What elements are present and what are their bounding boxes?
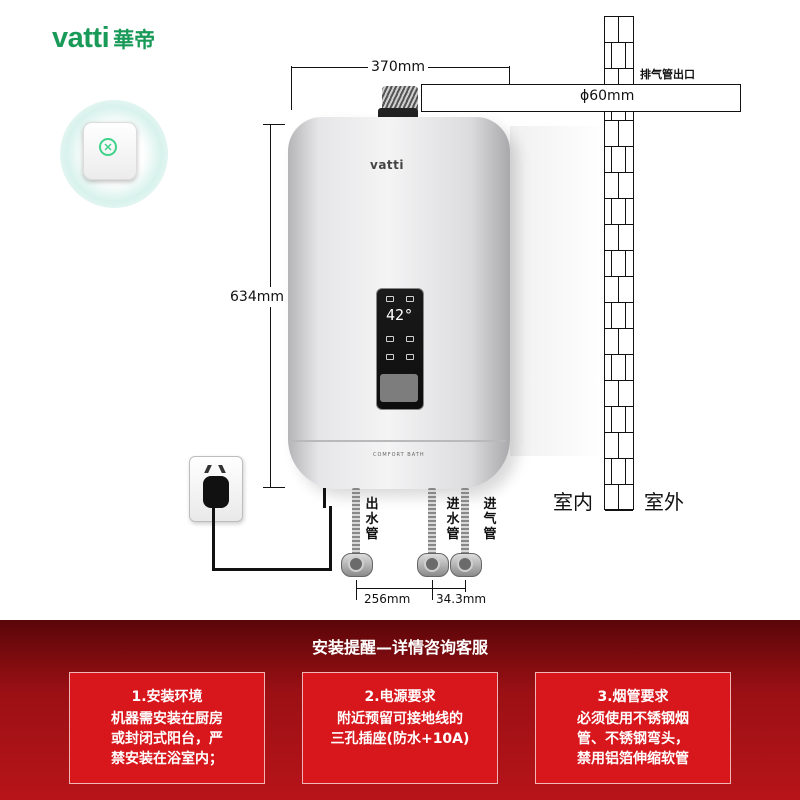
- heater-series-label: COMFORT BATH: [373, 452, 425, 458]
- card-heading: 3.烟管要求: [597, 689, 669, 705]
- height-dimension-label: 634mm: [230, 287, 284, 307]
- height-tick-top: [263, 124, 285, 125]
- panel-button-strip: [380, 374, 418, 402]
- exhaust-outlet-label: 排气管出口: [640, 68, 695, 81]
- card-line: 三孔插座(防水+10A): [330, 731, 470, 747]
- panel-timer-icon: [406, 354, 414, 360]
- temperature-display: 42°: [386, 306, 414, 324]
- panel-shower-icon: [406, 336, 414, 342]
- spacing-tick-3: [465, 580, 466, 600]
- gas-inlet-label: 进气管: [483, 497, 497, 542]
- card-line: 附近预留可接地线的: [337, 711, 463, 727]
- logo-latin-text: vatti: [52, 22, 110, 54]
- spacing-tick-1: [356, 580, 357, 600]
- vatti-logo: vatti 華帝: [52, 22, 155, 55]
- card-line: 机器需安装在厨房: [111, 711, 223, 727]
- card-heading: 2.电源要求: [364, 689, 436, 705]
- panel-snowflake-icon: [386, 354, 394, 360]
- panel-power-icon: [386, 296, 394, 302]
- outlet-pipe: [352, 488, 360, 558]
- spacing-256-label: 256mm: [364, 592, 411, 606]
- gas-inlet-valve-knob: [457, 556, 473, 572]
- wall-shadow: [510, 126, 606, 456]
- card-line: 禁用铝箔伸缩软管: [577, 751, 689, 767]
- width-tick-left: [291, 66, 292, 110]
- flue-bellows: [382, 86, 418, 112]
- panel-mode-icon: [406, 296, 414, 302]
- heater-brand-label: vatti: [370, 158, 405, 172]
- width-dimension-label: 370mm: [368, 59, 428, 75]
- power-cord-riser: [323, 488, 326, 508]
- water-inlet-label: 进水管: [446, 497, 460, 542]
- panel-fan-icon: [386, 336, 394, 342]
- gas-inlet-pipe: [461, 488, 469, 558]
- remote-cross-icon: [104, 143, 112, 151]
- spacing-tick-2: [432, 580, 433, 600]
- power-plug: [203, 476, 229, 508]
- remote-ring-icon: [99, 138, 117, 156]
- card-line: 或封闭式阳台，严: [111, 731, 223, 747]
- spacing-34-label: 34.3mm: [436, 592, 487, 606]
- card-line: 必须使用不锈钢烟: [577, 711, 689, 727]
- reminder-card-environment: 1.安装环境 机器需安装在厨房 或封闭式阳台，严 禁安装在浴室内；: [69, 672, 265, 784]
- reminder-title: 安装提醒—详情咨询客服: [311, 638, 488, 657]
- exhaust-diameter-label: ϕ60mm: [578, 88, 637, 104]
- card-line: 禁安装在浴室内；: [111, 751, 223, 767]
- card-line: 管、不锈钢弯头，: [577, 731, 689, 747]
- logo-chinese-text: 華帝: [113, 28, 156, 52]
- outdoor-label: 室外: [644, 490, 684, 514]
- indoor-label: 室内: [553, 490, 593, 514]
- reminder-card-flue: 3.烟管要求 必须使用不锈钢烟 管、不锈钢弯头， 禁用铝箔伸缩软管: [535, 672, 731, 784]
- water-inlet-pipe: [428, 488, 436, 558]
- outlet-valve-knob: [348, 556, 364, 572]
- water-inlet-valve-knob: [424, 556, 440, 572]
- power-cord: [212, 506, 332, 571]
- card-heading: 1.安装环境: [131, 689, 203, 705]
- outlet-pipe-label: 出水管: [365, 497, 379, 542]
- heater-seam: [292, 440, 506, 442]
- spacing-dimension-line: [356, 588, 465, 589]
- reminder-card-power: 2.电源要求 附近预留可接地线的 三孔插座(防水+10A): [302, 672, 498, 784]
- height-tick-bottom: [263, 487, 285, 488]
